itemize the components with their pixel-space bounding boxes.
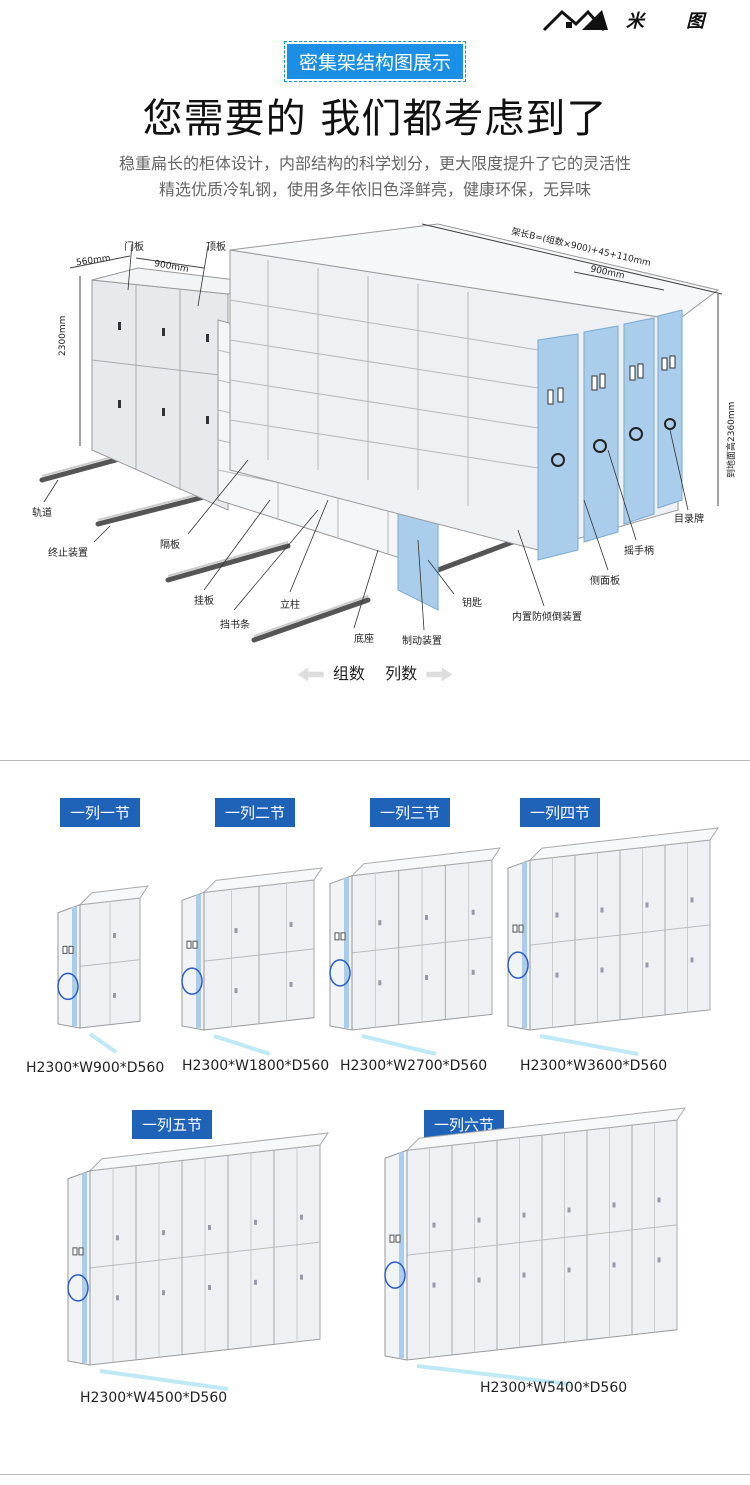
label-divider: 隔板 (160, 540, 180, 551)
cabinet-1-illustration (57, 885, 150, 1054)
subtitle-line-1: 稳重扁长的柜体设计，内部结构的科学划分，更大限度提升了它的灵活性 (118, 154, 631, 173)
module-dim-1: H2300*W900*D560 (26, 1060, 165, 1076)
label-bookstop: 挡书条 (220, 620, 250, 631)
logo-text: 米 图 (626, 11, 723, 32)
module-dim-4: H2300*W3600*D560 (520, 1058, 668, 1074)
label-stop: 终止装置 (48, 548, 88, 559)
cabinet-6-illustration (384, 1107, 687, 1386)
section-divider (0, 760, 750, 761)
label-base: 底座 (354, 634, 374, 645)
module-tag-3: 一列三节 (370, 798, 451, 827)
label-top: 顶板 (206, 242, 226, 253)
cabinet-3-illustration (329, 847, 502, 1056)
section-badge: 密集架结构图展示 (283, 41, 467, 82)
bottom-divider (0, 1474, 750, 1475)
page-headline: 您需要的 我们都考虑到了 (142, 96, 608, 142)
module-dim-2: H2300*W1800*D560 (182, 1058, 330, 1074)
module-tag-5: 一列五节 (132, 1110, 213, 1139)
module-dim-5: H2300*W4500*D560 (80, 1390, 228, 1406)
structure-diagram: 门板 顶板 轨道 终止装置 隔板 挂板 挡书条 立柱 底座 制动装置 钥匙 内置… (18, 210, 737, 650)
label-catalog: 目录牌 (674, 514, 704, 525)
arrow-label-group: 组数 (332, 664, 365, 683)
label-handle: 摇手柄 (624, 546, 654, 557)
label-side: 侧面板 (590, 576, 620, 587)
cabinet-4-illustration (507, 827, 720, 1056)
label-hang: 挂板 (194, 596, 214, 607)
module-tag-1: 一列一节 (60, 798, 141, 827)
brand-logo: 米 图 (542, 4, 732, 36)
module-dim-6: H2300*W5400*D560 (480, 1380, 628, 1396)
subtitle-line-2: 精选优质冷轧钢，使用多年依旧色泽鲜亮，健康环保，无异味 (158, 180, 591, 199)
label-antitilt: 内置防倾倒装置 (512, 612, 582, 623)
shelving-illustration (39, 223, 723, 643)
cabinet-2-illustration (181, 867, 324, 1056)
label-key: 钥匙 (462, 598, 482, 609)
module-tag-2: 一列二节 (215, 798, 296, 827)
direction-arrows: 组数 列数 (0, 660, 750, 684)
arrow-right-icon (426, 667, 453, 682)
arrow-left-icon (297, 667, 324, 682)
label-rail: 轨道 (32, 508, 52, 519)
label-brake: 制动装置 (402, 636, 442, 647)
label-column: 立柱 (280, 600, 300, 611)
dim-height: 2300mm (58, 315, 68, 356)
roof-logo-icon (542, 9, 608, 32)
module-tag-4: 一列四节 (520, 798, 601, 827)
arrow-label-column: 列数 (385, 664, 418, 683)
label-door: 门板 (124, 242, 144, 253)
module-dim-3: H2300*W2700*D560 (340, 1058, 488, 1074)
dim-ground-height: 到地面高2360mm (727, 401, 737, 478)
cabinet-5-illustration (67, 1132, 330, 1391)
